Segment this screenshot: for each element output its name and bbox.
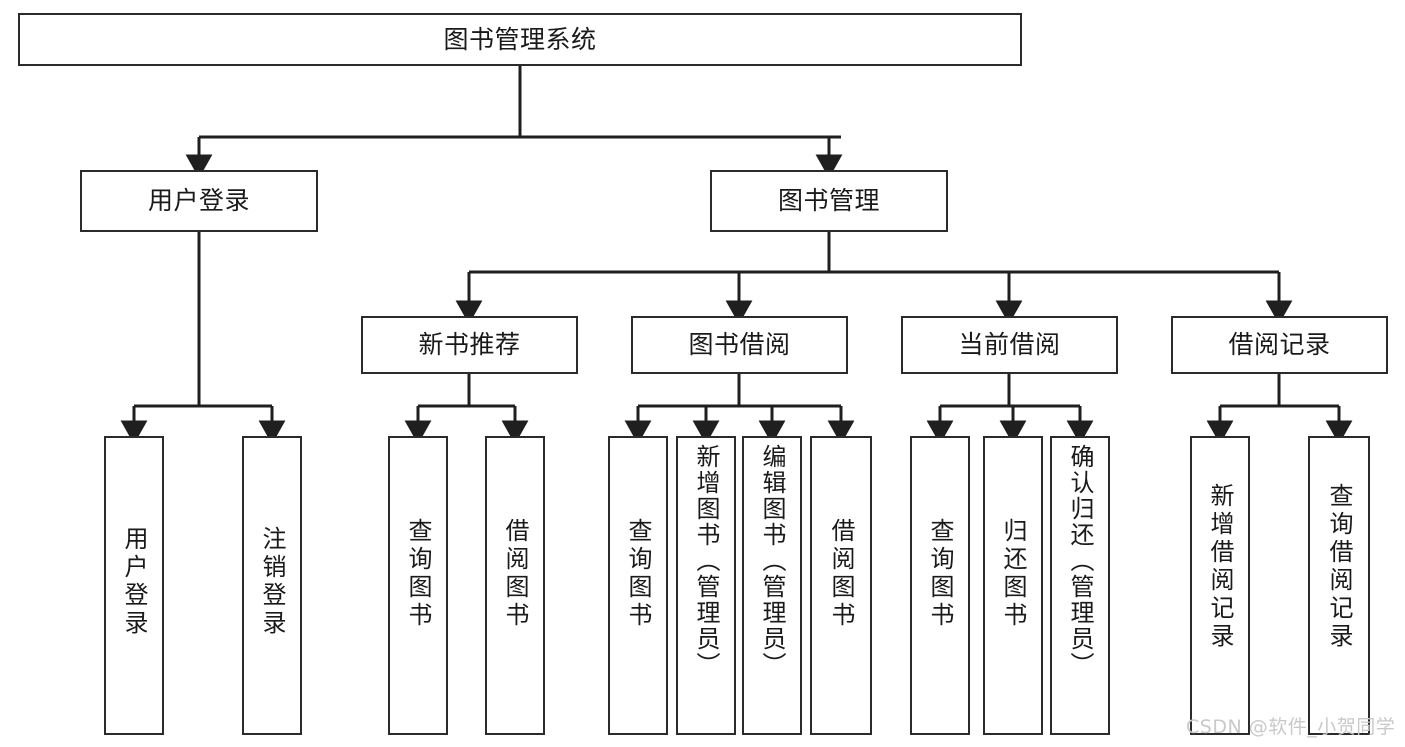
node-leaf-user-logout-label: 注销登录 xyxy=(258,526,286,638)
node-leaf-borrow-book-recommend-label: 借阅图书 xyxy=(501,518,529,630)
node-user-login[interactable]: 用户登录 xyxy=(80,170,318,232)
node-leaf-user-login-label: 用户登录 xyxy=(120,526,148,638)
node-new-book-recommend-label: 新书推荐 xyxy=(418,330,521,360)
node-leaf-query-book-current-label: 查询图书 xyxy=(926,518,954,630)
node-leaf-confirm-return-admin[interactable]: 确认归还（管理员） xyxy=(1050,436,1110,735)
node-leaf-add-borrow-record-label: 新增借阅记录 xyxy=(1206,483,1234,651)
node-leaf-user-login[interactable]: 用户登录 xyxy=(104,436,164,735)
node-leaf-edit-book-admin[interactable]: 编辑图书（管理员） xyxy=(742,436,802,735)
node-new-book-recommend[interactable]: 新书推荐 xyxy=(361,316,578,374)
node-user-login-label: 用户登录 xyxy=(147,186,250,216)
node-borrow-record-label: 借阅记录 xyxy=(1228,330,1331,360)
node-leaf-borrow-book[interactable]: 借阅图书 xyxy=(810,436,872,735)
node-borrow-record[interactable]: 借阅记录 xyxy=(1171,316,1388,374)
node-leaf-query-borrow-record[interactable]: 查询借阅记录 xyxy=(1308,436,1370,735)
node-leaf-query-borrow-record-label: 查询借阅记录 xyxy=(1325,483,1353,651)
node-current-borrow[interactable]: 当前借阅 xyxy=(901,316,1118,374)
node-leaf-return-book-label: 归还图书 xyxy=(999,518,1027,630)
node-leaf-return-book[interactable]: 归还图书 xyxy=(983,436,1043,735)
node-leaf-borrow-book-recommend[interactable]: 借阅图书 xyxy=(485,436,545,735)
node-root-label: 图书管理系统 xyxy=(443,24,597,54)
node-leaf-query-book-recommend-label: 查询图书 xyxy=(404,518,432,630)
node-leaf-confirm-return-admin-label: 确认归还（管理员） xyxy=(1066,444,1094,678)
node-leaf-add-book-admin[interactable]: 新增图书（管理员） xyxy=(676,436,736,735)
node-leaf-user-logout[interactable]: 注销登录 xyxy=(242,436,302,735)
node-book-borrow[interactable]: 图书借阅 xyxy=(631,316,848,374)
node-leaf-borrow-book-label: 借阅图书 xyxy=(827,518,855,630)
node-book-management-label: 图书管理 xyxy=(777,186,880,216)
node-leaf-edit-book-admin-label: 编辑图书（管理员） xyxy=(758,444,786,678)
node-current-borrow-label: 当前借阅 xyxy=(958,330,1061,360)
node-leaf-add-borrow-record[interactable]: 新增借阅记录 xyxy=(1190,436,1250,735)
node-leaf-query-book-current[interactable]: 查询图书 xyxy=(910,436,970,735)
node-root[interactable]: 图书管理系统 xyxy=(18,13,1022,66)
node-leaf-add-book-admin-label: 新增图书（管理员） xyxy=(692,444,720,678)
node-leaf-query-book-recommend[interactable]: 查询图书 xyxy=(388,436,448,735)
csdn-watermark: CSDN @软件_小贺同学 xyxy=(1186,716,1396,738)
node-book-management[interactable]: 图书管理 xyxy=(710,170,948,232)
node-book-borrow-label: 图书借阅 xyxy=(688,330,791,360)
node-leaf-query-book-borrow-label: 查询图书 xyxy=(624,518,652,630)
node-leaf-query-book-borrow[interactable]: 查询图书 xyxy=(608,436,668,735)
